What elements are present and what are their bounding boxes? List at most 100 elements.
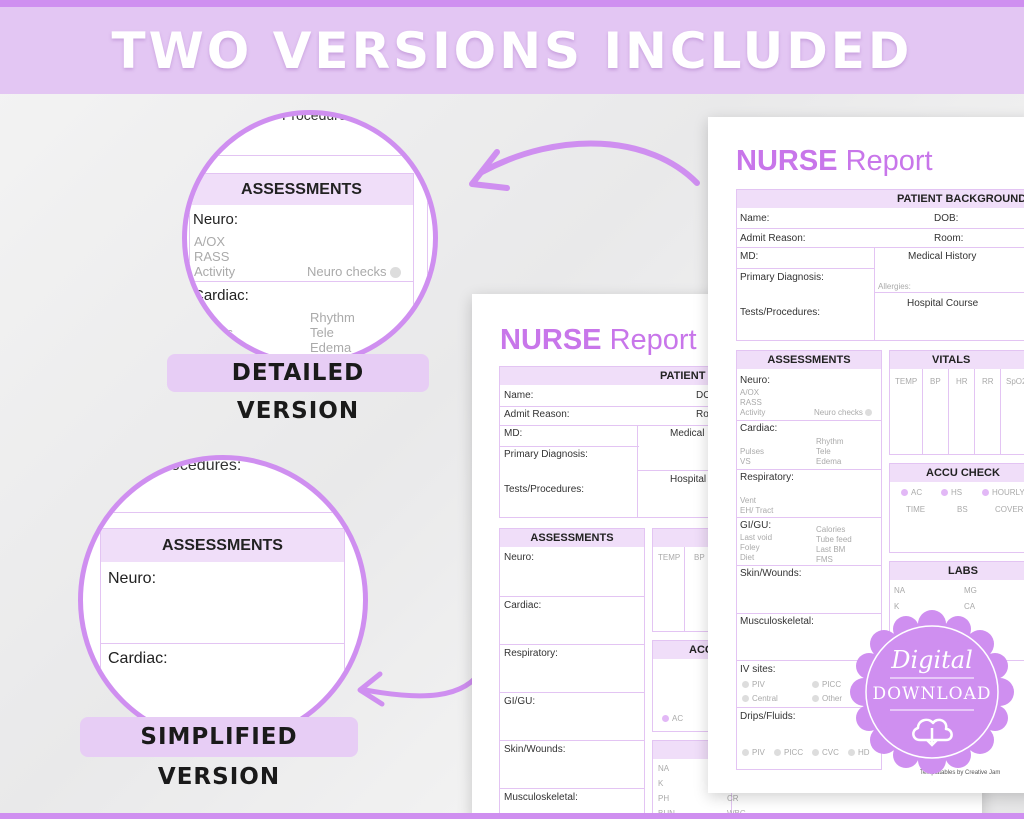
simplified-zoom-cardiac: Cardiac:: [108, 650, 168, 667]
front-gigu-lastvoid: Last void: [740, 533, 773, 542]
back-musculo-label: Musculoskeletal:: [504, 792, 578, 803]
front-patient-header: PATIENT BACKGROUND: [737, 190, 1024, 208]
front-vitals-spo2: SpO2: [1006, 377, 1024, 386]
front-cardiac-vs: VS: [740, 457, 751, 466]
detailed-zoom-cardiac: Cardiac:: [193, 287, 249, 304]
front-neuro-aox: A/OX: [740, 388, 760, 397]
detailed-zoom-header: ASSESSMENTS: [190, 174, 413, 205]
front-accu-time: TIME: [906, 505, 926, 514]
front-iv-label: IV sites:: [740, 664, 776, 675]
front-assessments-header: ASSESSMENTS: [737, 351, 881, 369]
arrow-head-detailed: [469, 149, 510, 191]
front-iv-picc: PICC: [812, 680, 841, 690]
badge-scallop-shape: [850, 610, 1014, 774]
front-gigu-diet: Diet: [740, 553, 755, 562]
front-iv-piv: PIV: [742, 680, 765, 690]
detailed-zoom-neuro-checks: Neuro checks: [307, 264, 404, 279]
arrow-to-detailed: [479, 140, 700, 186]
front-drip-hd: HD: [848, 748, 870, 758]
back-cardiac-label: Cardiac:: [504, 600, 542, 611]
front-tests-label: Tests/Procedures:: [740, 307, 821, 318]
front-vitals-hr: HR: [956, 377, 968, 386]
front-labs-header: LABS: [890, 562, 1024, 580]
front-drip-cvc: CVC: [812, 748, 839, 758]
front-cardiac-label: Cardiac:: [740, 423, 778, 434]
front-room-label: Room:: [934, 233, 964, 244]
back-gigu-label: GI/GU:: [504, 696, 536, 707]
detailed-zoom-neuro-subs: A/OX RASS Activity: [194, 234, 236, 279]
front-vitals-rr: RR: [982, 377, 994, 386]
cloud-download-icon: [912, 718, 953, 747]
banner-title: TWO VERSIONS INCLUDED: [111, 21, 913, 80]
simplified-zoom-circle: ocedures: ASSESSMENTS Neuro: Cardiac:: [78, 455, 368, 745]
back-vitals-temp: TEMP: [658, 553, 681, 562]
back-skin-label: Skin/Wounds:: [504, 744, 566, 755]
front-resp-eh: EH/ Tract: [740, 506, 774, 515]
back-patient-header: PATIENT: [500, 367, 738, 385]
front-iv-central: Central: [742, 694, 778, 704]
front-lab-na: NA: [894, 586, 906, 595]
back-lab-cr: CR: [727, 794, 739, 803]
simplified-zoom-fragment: ocedures:: [171, 457, 242, 474]
detailed-zoom-fragment: Procedures:: [282, 110, 358, 123]
back-assessments-box: [499, 528, 645, 818]
front-iv-other: Other: [812, 694, 842, 704]
front-musculo-label: Musculoskeletal:: [740, 616, 814, 627]
front-accu-hs: HS: [941, 488, 962, 498]
bottom-strip: [0, 813, 1024, 819]
back-admit-label: Admit Reason:: [504, 409, 570, 420]
simplified-version-tag: SIMPLIFIED VERSION: [80, 717, 358, 790]
front-accu-cover: COVER: [995, 505, 1024, 514]
back-patient-box: [499, 366, 739, 518]
simplified-zoom-header: ASSESSMENTS: [101, 529, 344, 562]
back-lab-na: NA: [658, 764, 670, 773]
back-name-label: Name:: [504, 390, 534, 401]
front-cardiac-edema: Edema: [816, 457, 842, 466]
front-hospital-label: Hospital Course: [907, 298, 979, 309]
back-doc-title: NURSE Report: [500, 324, 697, 356]
front-gigu-calories: Calories: [816, 525, 846, 534]
front-lab-ca: CA: [964, 602, 976, 611]
simplified-zoom-neuro: Neuro:: [108, 570, 157, 587]
front-name-label: Name:: [740, 213, 770, 224]
front-cardiac-tele: Tele: [816, 447, 831, 456]
back-medical-label: Medical: [670, 428, 705, 439]
front-accu-header: ACCU CHECK: [890, 464, 1024, 482]
front-accu-ac: AC: [901, 488, 922, 498]
back-ac-option: AC: [662, 714, 683, 724]
front-respiratory-label: Respiratory:: [740, 472, 794, 483]
front-admit-label: Admit Reason:: [740, 233, 806, 244]
front-skin-label: Skin/Wounds:: [740, 568, 802, 579]
back-vitals-bp: BP: [694, 553, 705, 562]
front-allergies-label: Allergies:: [878, 282, 911, 291]
front-vitals-bp: BP: [930, 377, 941, 386]
back-respiratory-label: Respiratory:: [504, 648, 558, 659]
back-lab-k: K: [658, 779, 664, 788]
header-banner: TWO VERSIONS INCLUDED: [0, 0, 1024, 94]
front-gigu-tubefeed: Tube feed: [816, 535, 852, 544]
front-neuro-rass: RASS: [740, 398, 762, 407]
front-vitals-temp: TEMP: [895, 377, 918, 386]
back-assessments-header: ASSESSMENTS: [500, 529, 644, 547]
back-primary-label: Primary Diagnosis:: [504, 449, 588, 460]
back-dob-label: DO: [696, 390, 711, 401]
front-resp-vent: Vent: [740, 496, 757, 505]
badge-line2: DOWNLOAD: [872, 684, 992, 704]
front-neuro-checks: Neuro checks: [814, 408, 875, 418]
front-vitals-header: VITALS: [890, 351, 1024, 369]
front-vitals-box: [889, 350, 1024, 455]
digital-download-badge: Digital DOWNLOAD: [850, 610, 1014, 774]
front-gigu-fms: FMS: [816, 555, 833, 564]
front-lab-k: K: [894, 602, 900, 611]
back-lab-ph: PH: [658, 794, 670, 803]
back-tests-label: Tests/Procedures:: [504, 484, 585, 495]
back-hospital-label: Hospital: [670, 474, 707, 485]
front-accu-box: [889, 463, 1024, 553]
back-neuro-label: Neuro:: [504, 552, 535, 563]
detailed-zoom-cardiac-right: Rhythm Tele Edema: [310, 310, 355, 355]
front-drips-label: Drips/Fluids:: [740, 711, 796, 722]
front-accu-hourly: HOURLY: [982, 488, 1024, 498]
back-md-label: MD:: [504, 428, 523, 439]
detailed-zoom-cardiac-left: Pulses VS: [194, 325, 234, 355]
front-cardiac-rhythm: Rhythm: [816, 437, 844, 446]
